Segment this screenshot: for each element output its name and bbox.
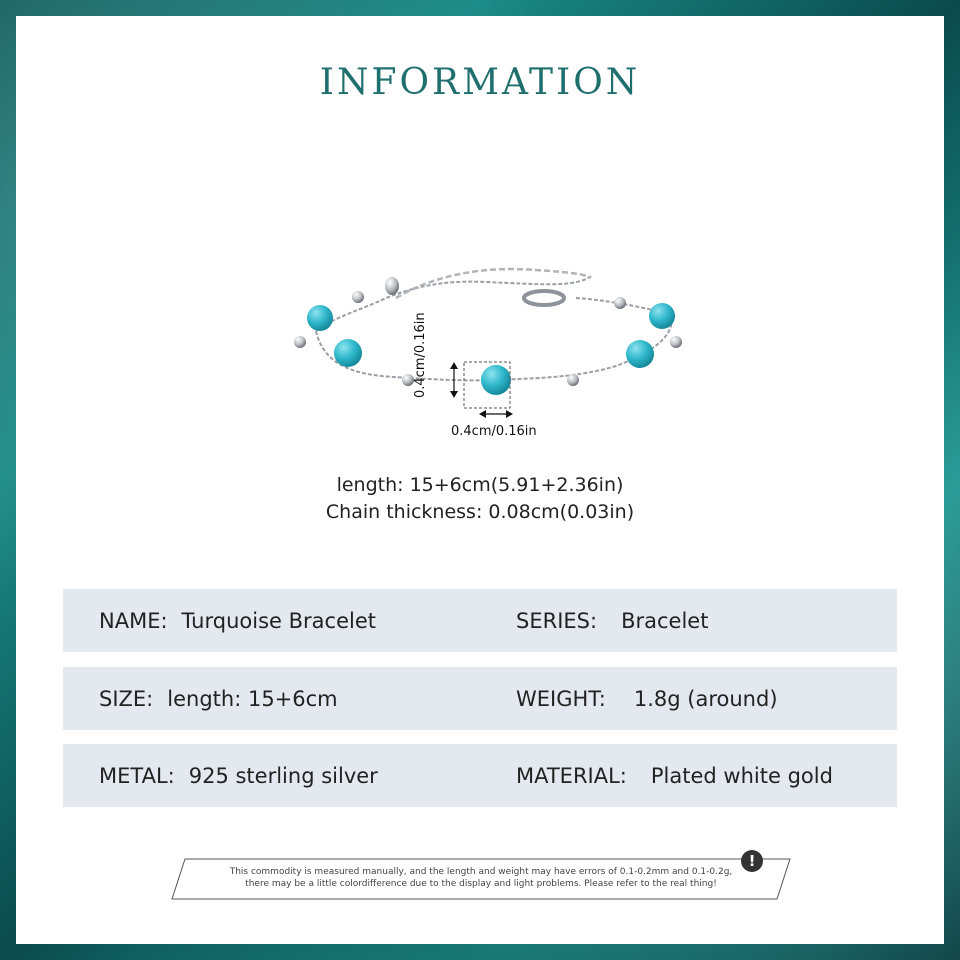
material-label: MATERIAL: [516, 763, 627, 788]
disclaimer-line-2: there may be a little colordifference du… [245, 879, 717, 889]
exclamation-icon: ! [741, 850, 763, 872]
specs-summary: length: 15+6cm(5.91+2.36in) Chain thickn… [16, 472, 944, 526]
size-value: length: 15+6cm [167, 686, 338, 711]
disclaimer-notice: This commodity is measured manually, and… [171, 850, 791, 900]
page-title: INFORMATION [319, 62, 641, 103]
chain-thickness-spec: Chain thickness: 0.08cm(0.03in) [325, 501, 635, 523]
spec-row-name: NAME: Turquoise Bracelet SERIES: Bracele… [63, 589, 897, 652]
name-value: Turquoise Bracelet [181, 608, 376, 633]
bead-width-label: 0.4cm/0.16in [451, 424, 537, 439]
material-value: Plated white gold [650, 763, 833, 788]
bracelet-illustration [294, 267, 682, 418]
disclaimer-line-1: This commodity is measured manually, and… [229, 867, 733, 877]
disclaimer-border [171, 858, 791, 900]
series-value: Bracelet [621, 608, 709, 633]
metal-label: METAL: [99, 763, 175, 788]
length-spec: length: 15+6cm(5.91+2.36in) [336, 474, 624, 496]
size-label: SIZE: [99, 686, 154, 711]
bead-height-label: 0.4cm/0.16in [413, 312, 428, 398]
spec-row-size: SIZE: length: 15+6cm WEIGHT: 1.8g (aroun… [63, 667, 897, 730]
info-card: INFORMATION [16, 16, 944, 944]
spec-row-metal: METAL: 925 sterling silver MATERIAL: Pla… [63, 744, 897, 807]
weight-label: WEIGHT: [516, 686, 606, 711]
weight-value: 1.8g (around) [633, 686, 778, 711]
metal-value: 925 sterling silver [188, 763, 378, 788]
series-label: SERIES: [516, 608, 598, 633]
name-label: NAME: [99, 608, 168, 633]
